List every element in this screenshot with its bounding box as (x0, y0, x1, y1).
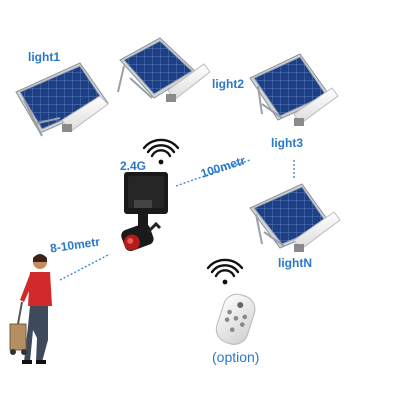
solar-light-icon (249, 53, 339, 126)
motion-sensor-icon (121, 172, 168, 252)
link-line (175, 159, 251, 187)
label-light2: light2 (212, 77, 244, 91)
label-light1: light1 (28, 50, 60, 64)
person-with-cart-icon (9, 254, 52, 364)
solar-light-icon (249, 183, 341, 252)
label-lightN: lightN (278, 256, 312, 270)
label-frequency: 2.4G (120, 159, 147, 173)
link-line (59, 253, 111, 281)
label-light3: light3 (271, 136, 303, 150)
wifi-icon (206, 258, 244, 285)
wifi-icon (142, 138, 180, 165)
solar-light-icon (117, 37, 211, 102)
solar-light-icon (15, 62, 109, 137)
label-remote-option: (option) (212, 349, 260, 365)
remote-control-icon (215, 293, 256, 345)
